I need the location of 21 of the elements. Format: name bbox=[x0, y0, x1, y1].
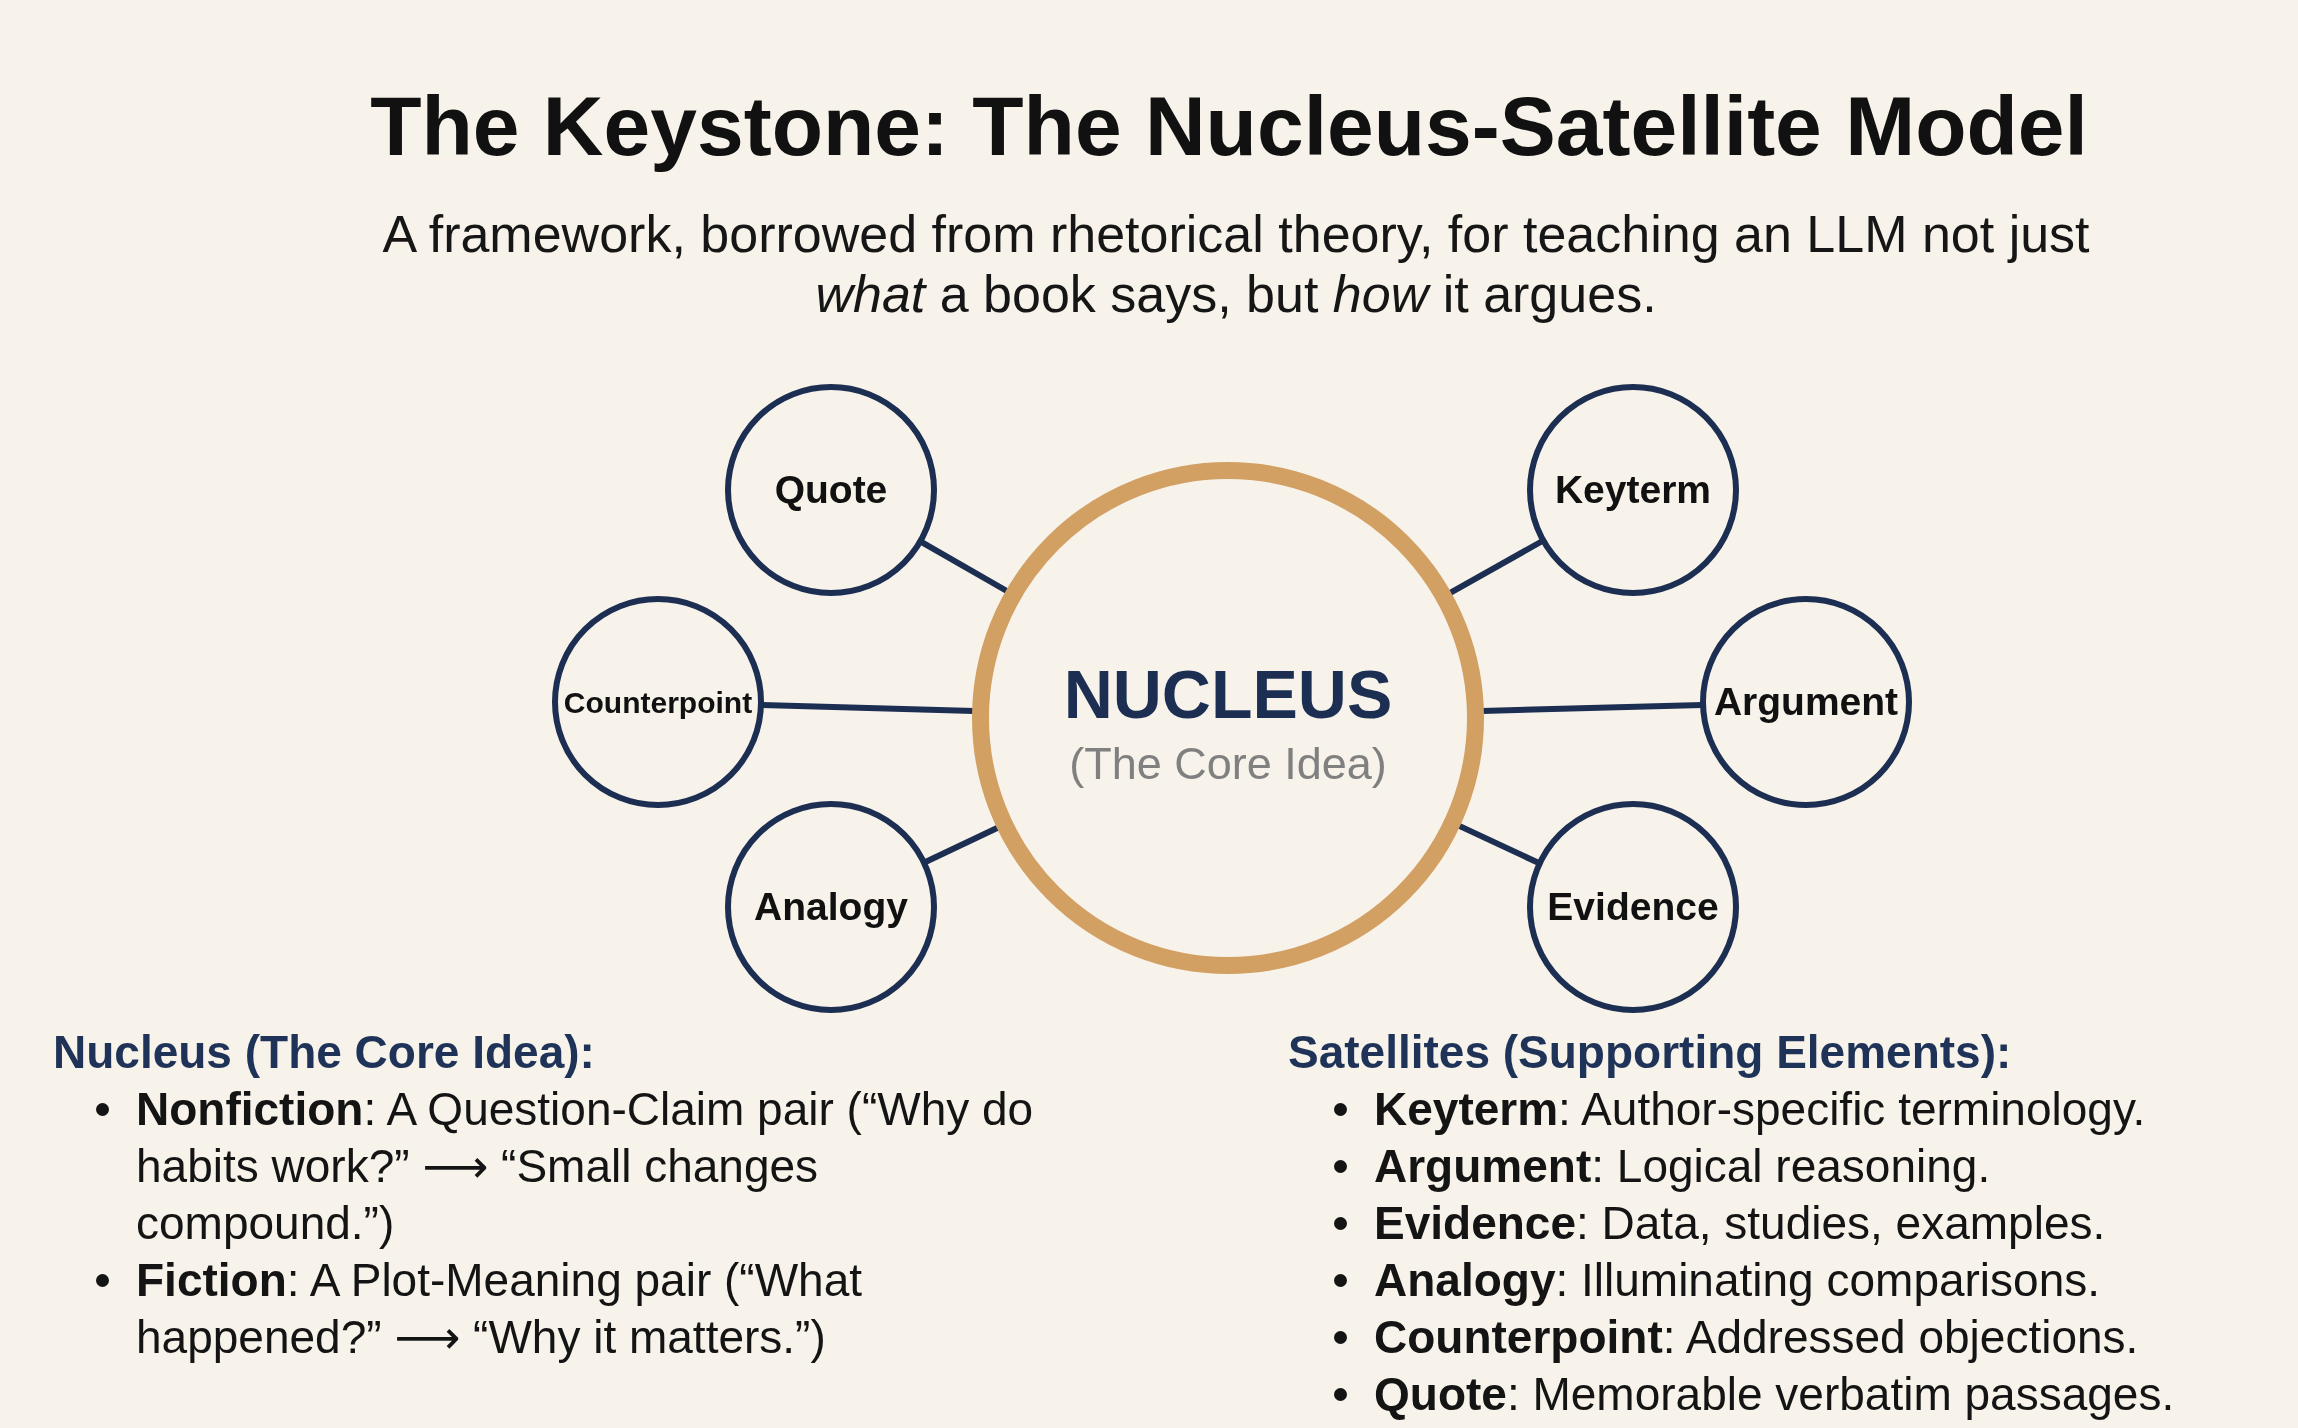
satellite-label: Analogy bbox=[754, 885, 908, 929]
bullet-text: Evidence: Data, studies, examples. bbox=[1374, 1196, 2106, 1251]
title: The Keystone: The Nucleus-Satellite Model bbox=[370, 80, 2088, 173]
nucleus-label: NUCLEUS bbox=[1063, 659, 1393, 731]
bullet-text: Analogy: Illuminating comparisons. bbox=[1374, 1253, 2101, 1308]
satellite-label: Argument bbox=[1713, 680, 1899, 724]
section-heading: Nucleus (The Core Idea): bbox=[53, 1025, 595, 1080]
connector-line bbox=[1447, 538, 1544, 596]
bullet-text: Counterpoint: Addressed objections. bbox=[1374, 1310, 2139, 1365]
bullet-text: Argument: Logical reasoning. bbox=[1374, 1139, 1991, 1194]
bullet-text: Nonfiction: A Question-Claim pair (“Why do habits work?” ⟶ “Small changes compound.”) bbox=[136, 1082, 1035, 1251]
satellite-label: Counterpoint bbox=[563, 685, 753, 719]
subtitle: A framework, borrowed from rhetorical theory, for teaching an LLM not just what a book says, but how it argues. bbox=[381, 204, 2091, 324]
bullet-text: Quote: Memorable verbatim passages. bbox=[1374, 1367, 2175, 1422]
bullet-text: Keyterm: Author-specific terminology. bbox=[1374, 1082, 2146, 1137]
satellite-label: Quote bbox=[774, 468, 888, 512]
satellite-label: Evidence bbox=[1547, 885, 1719, 929]
bullet-text: Fiction: A Plot-Meaning pair (“What happened?” ⟶ “Why it matters.”) bbox=[136, 1253, 863, 1365]
satellite-label: Keyterm bbox=[1554, 468, 1712, 512]
section-heading: Satellites (Supporting Elements): bbox=[1288, 1025, 2012, 1080]
nucleus-sublabel: (The Core Idea) bbox=[1069, 736, 1387, 791]
